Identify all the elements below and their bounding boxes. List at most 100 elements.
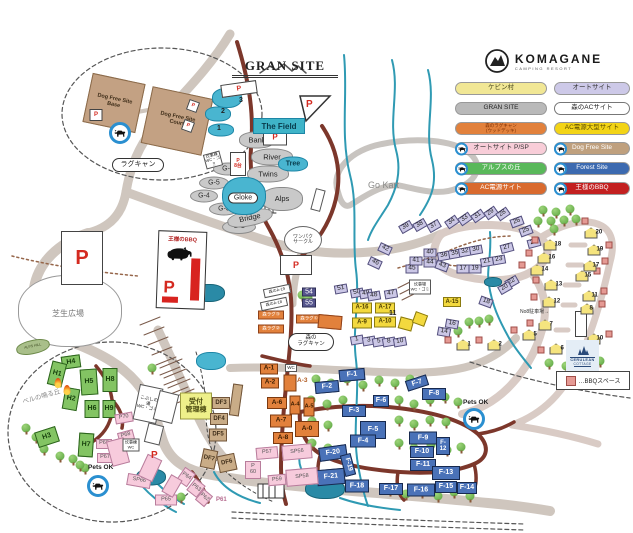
bbq-space-square [532,276,540,284]
site-ac [283,374,297,392]
cabin-2: 2 [475,336,502,351]
site-F-8: F-8 [422,388,446,400]
cabin-icon [544,279,558,291]
cabin-icon [537,252,551,264]
dog-badge-icon [455,182,468,195]
site-ラグキャン: ラグキャン [112,158,164,172]
cabin-number: 7 [549,321,553,328]
legend-item-オートサイト: オートサイト [554,82,630,95]
dog-ok-icon [463,408,485,430]
tree-icon [433,491,443,503]
site-33: 33 [457,211,473,227]
kings-bbq-building-2 [161,296,179,303]
dog-icon [114,128,126,138]
cabin-6: 6 [537,343,564,355]
tree-icon [374,375,384,387]
the-field-label: The Field [253,118,305,134]
site-H6: H6 [84,400,100,418]
cabin-icon [522,329,536,341]
cabin-number: 11 [591,292,598,299]
cabin-15: 15 [575,267,601,282]
cabin-number: 2 [498,341,502,348]
legend-item-label: 森のACサイト [571,104,613,112]
site-A-8: A-8 [273,432,293,444]
site-A-2: A-2 [261,377,279,389]
dog-badge-icon [554,182,567,195]
cabin-12: 12 [530,293,560,308]
kings-bbq-area: 王様のBBQ P [155,230,208,310]
campfire-icon [54,378,62,388]
site-47: 47 [383,288,399,300]
legend-item-ケビン村: ケビン村 [455,82,547,95]
cabin-icon [587,244,601,256]
site-F-12: F-12 [436,437,450,455]
bbq-space-square [531,236,539,244]
tree-icon [464,317,474,329]
site-pondd [484,277,502,287]
legend-item-王様のBBQ: 王様のBBQ [554,182,630,195]
cabin-number: 6 [560,345,564,352]
site-DF6: DF6 [216,452,238,474]
cabin-5: 5 [510,326,537,341]
bbq-space-square [581,217,589,225]
campfire-icon [63,385,71,395]
site-DF3: DF3 [212,397,230,409]
tree-icon [75,460,85,472]
kings-bbq-building [189,258,201,301]
site-H8: H8 [102,368,118,392]
label-3: 3 [239,97,243,104]
cabin-icon [584,227,598,239]
bbq-space-square [526,319,534,327]
dog-icon [468,414,480,424]
label-2: 2 [221,108,225,115]
site-wb [143,422,165,446]
parking-box: P [89,109,103,121]
cabin-icon [530,264,544,276]
site-48: 48 [366,290,382,302]
cabin-icon [542,296,556,308]
label-1: 1 [217,125,221,132]
parking-box: P [61,231,103,285]
site-受付管理棟: 受付 管理棟 [180,392,212,420]
tree-icon [456,442,466,454]
site-pond [205,106,231,122]
tree-icon [453,397,463,409]
bbq-space-square [510,326,518,334]
legend-item-label: AC電源サイト [480,184,522,192]
legend-item-label: Dog Free Site [571,144,613,152]
legend-item-Forest Site: Forest Site [554,162,630,175]
site-森のA-18: 森のA-18 [259,296,289,312]
dog-badge-icon [554,142,567,155]
site-森のラグキャン: 森の ラグキャン [288,333,334,351]
dog-icon [92,481,104,491]
cottage-name-2: COTTAGE [573,361,592,367]
legend-item-森のラグキャン: 森のラグキャン (ウッドデッキ) [455,122,547,135]
tree-icon [323,420,333,432]
tree-icon [147,363,157,375]
cabin-icon [582,290,596,302]
tree-icon [394,415,404,427]
tree-icon [80,463,90,475]
site-P57: P57 [255,446,279,460]
resort-logo: KOMAGANE CAMPING RESORT [455,48,631,74]
site-P70: P70 [114,411,134,425]
cabin-icon [583,260,597,272]
legend-item-label: オートサイト [572,84,612,92]
tree-icon [176,492,186,504]
site-39: 39 [398,219,414,235]
tree-icon [465,491,475,503]
legend-item-label: GRAN SITE [483,104,519,112]
bbq-space-square [537,346,545,354]
site-H9: H9 [102,400,116,418]
site-55: 55 [302,298,316,308]
site-19: 19 [468,264,482,274]
legend-item-AC電源サイト: AC電源サイト [455,182,547,195]
site-F-3: F-3 [342,405,366,417]
label-PetsOK: Pets OK [88,464,114,471]
cabin-18: 18 [531,236,561,251]
site-Tree: Tree [278,156,308,172]
site-F-11: F-11 [410,459,436,471]
site-G-4: G-4 [190,189,218,203]
label-PetsOK: Pets OK [463,399,489,406]
